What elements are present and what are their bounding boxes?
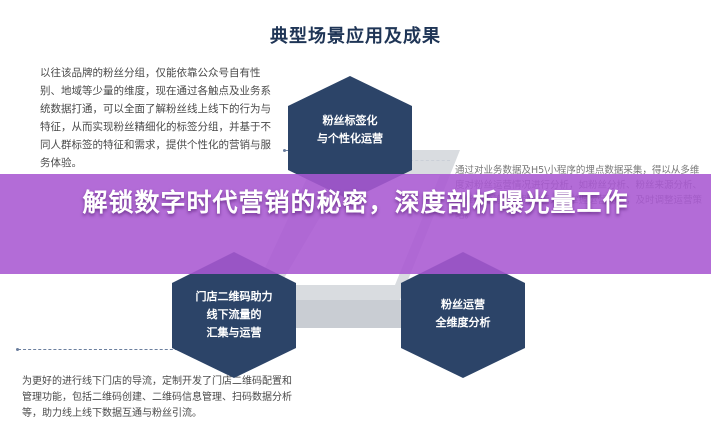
hexagon-top [288,76,412,200]
leader-line-bottom-left [18,349,188,350]
hexagon-top-label: 粉丝标签化 与个性化运营 [317,114,383,145]
leader-dot-top-left [283,149,286,152]
page-title: 典型场景应用及成果 [270,26,441,47]
paragraph-fan-tagging: 以往该品牌的粉丝分组，仅能依靠公众号自有性别、地域等少量的维度，现在通过各触点及… [40,67,271,169]
hexagon-bottom-right-label: 粉丝运营 全维度分析 [435,298,491,329]
headline-banner [0,174,711,274]
headline-text: 解锁数字时代营销的秘密，深度剖析曝光量工作 [82,188,629,217]
hexagon-bottom-left [172,252,296,378]
leader-dot-bottom-left [16,348,19,351]
hexagon-bottom-left-label: 门店二维码助力 线下流量的 汇集与运营 [195,290,273,339]
hexagon-bottom-right [401,252,525,378]
paragraph-store-qrcode: 为更好的进行线下门店的导流，定制开发了门店二维码配置和管理功能，包括二维码创建、… [22,376,292,419]
